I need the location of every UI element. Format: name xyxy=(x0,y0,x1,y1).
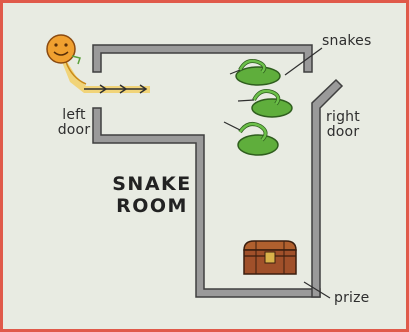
left-door-line2: door xyxy=(54,123,94,138)
snake-top xyxy=(230,61,280,85)
smiley-face-icon xyxy=(47,35,80,64)
prize-label: prize xyxy=(334,291,370,306)
room-title-line1: SNAKE xyxy=(112,174,192,196)
snakes-label: snakes xyxy=(322,34,371,49)
path-arrows-icon xyxy=(62,60,150,93)
right-door-label: right door xyxy=(322,110,364,139)
left-door-line1: left xyxy=(54,108,94,123)
snake-middle xyxy=(238,91,292,117)
right-door-line2: door xyxy=(322,125,364,140)
snake-icon xyxy=(224,61,292,155)
right-door-line1: right xyxy=(322,110,364,125)
treasure-chest-icon xyxy=(244,241,296,274)
snake-bottom xyxy=(224,122,278,155)
room-title: SNAKE ROOM xyxy=(112,174,192,218)
left-door-label: left door xyxy=(54,108,94,137)
top-wall xyxy=(93,45,312,72)
room-title-line2: ROOM xyxy=(112,196,192,218)
